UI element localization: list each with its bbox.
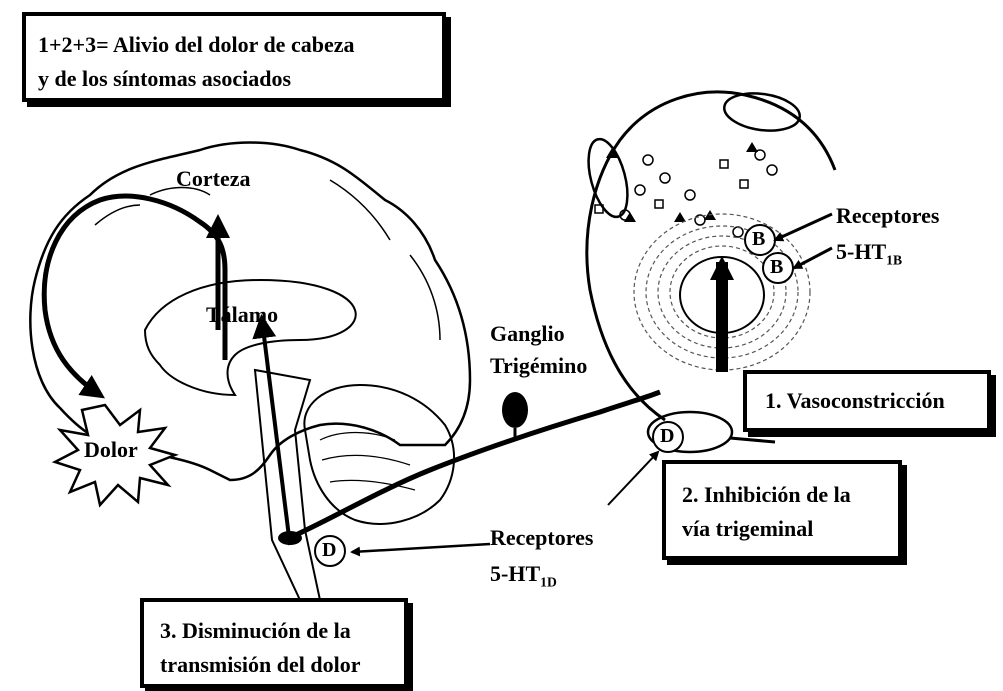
nerve-terminal-left: [581, 135, 635, 221]
label-receptores-1b-type: 5-HT1B: [836, 234, 939, 278]
summary-line-1: 1+2+3= Alivio del dolor de cabeza: [38, 28, 442, 62]
label-receptores-1d-sub: 1D: [540, 574, 557, 589]
receptores-1b-pointer-2: [794, 248, 832, 268]
label-receptores-1d: Receptores 5-HT1D: [490, 520, 593, 600]
label-receptores-1d-title: Receptores: [490, 520, 593, 556]
step-2-line1: 2. Inhibición de la: [682, 478, 898, 512]
label-ganglio-line2: Trigémino: [490, 350, 587, 382]
step-1-text: 1. Vasoconstricción: [765, 386, 987, 416]
step-2-line2: vía trigeminal: [682, 512, 898, 546]
receptores-1b-pointer-1: [775, 214, 832, 240]
receptor-b1-letter: B: [752, 228, 765, 251]
thalamus-to-cortex-path: [44, 196, 225, 395]
label-receptores-1b-title: Receptores: [836, 198, 939, 234]
label-dolor: Dolor: [84, 437, 138, 463]
label-receptores-1b: Receptores 5-HT1B: [836, 198, 939, 278]
trigeminal-nerve: [285, 392, 660, 540]
step-3-line2: transmisión del dolor: [160, 648, 404, 682]
receptor-d-brainstem-letter: D: [322, 539, 336, 562]
corpus-callosum: [145, 280, 356, 395]
label-ganglio: Ganglio Trigémino: [490, 318, 587, 382]
label-talamo: Tálamo: [206, 302, 278, 328]
label-receptores-1b-type-main: 5-HT: [836, 239, 886, 264]
inhibicion-pointer: [608, 452, 658, 505]
label-receptores-1d-type: 5-HT1D: [490, 556, 593, 600]
step-box-inhibicion: 2. Inhibición de la vía trigeminal: [662, 460, 902, 560]
receptor-b2-letter: B: [770, 256, 783, 279]
cerebellum: [304, 385, 454, 524]
brainstem-ascending-arrow: [262, 320, 290, 545]
label-receptores-1d-type-main: 5-HT: [490, 561, 540, 586]
trigeminal-ganglion: [502, 392, 528, 428]
receptores-1d-pointer: [352, 544, 490, 552]
label-ganglio-line1: Ganglio: [490, 318, 587, 350]
summary-line-2: y de los síntomas asociados: [38, 62, 442, 96]
step-3-line1: 3. Disminución de la: [160, 614, 404, 648]
receptor-d-vessel-letter: D: [660, 425, 674, 448]
summary-box: 1+2+3= Alivio del dolor de cabeza y de l…: [22, 12, 446, 102]
step-box-vasoconstriccion: 1. Vasoconstricción: [743, 370, 991, 432]
step-box-disminucion: 3. Disminución de la transmisión del dol…: [140, 598, 408, 688]
neuropeptide-vesicles: [595, 150, 777, 237]
label-receptores-1b-sub: 1B: [886, 252, 902, 267]
label-corteza: Corteza: [176, 166, 251, 192]
